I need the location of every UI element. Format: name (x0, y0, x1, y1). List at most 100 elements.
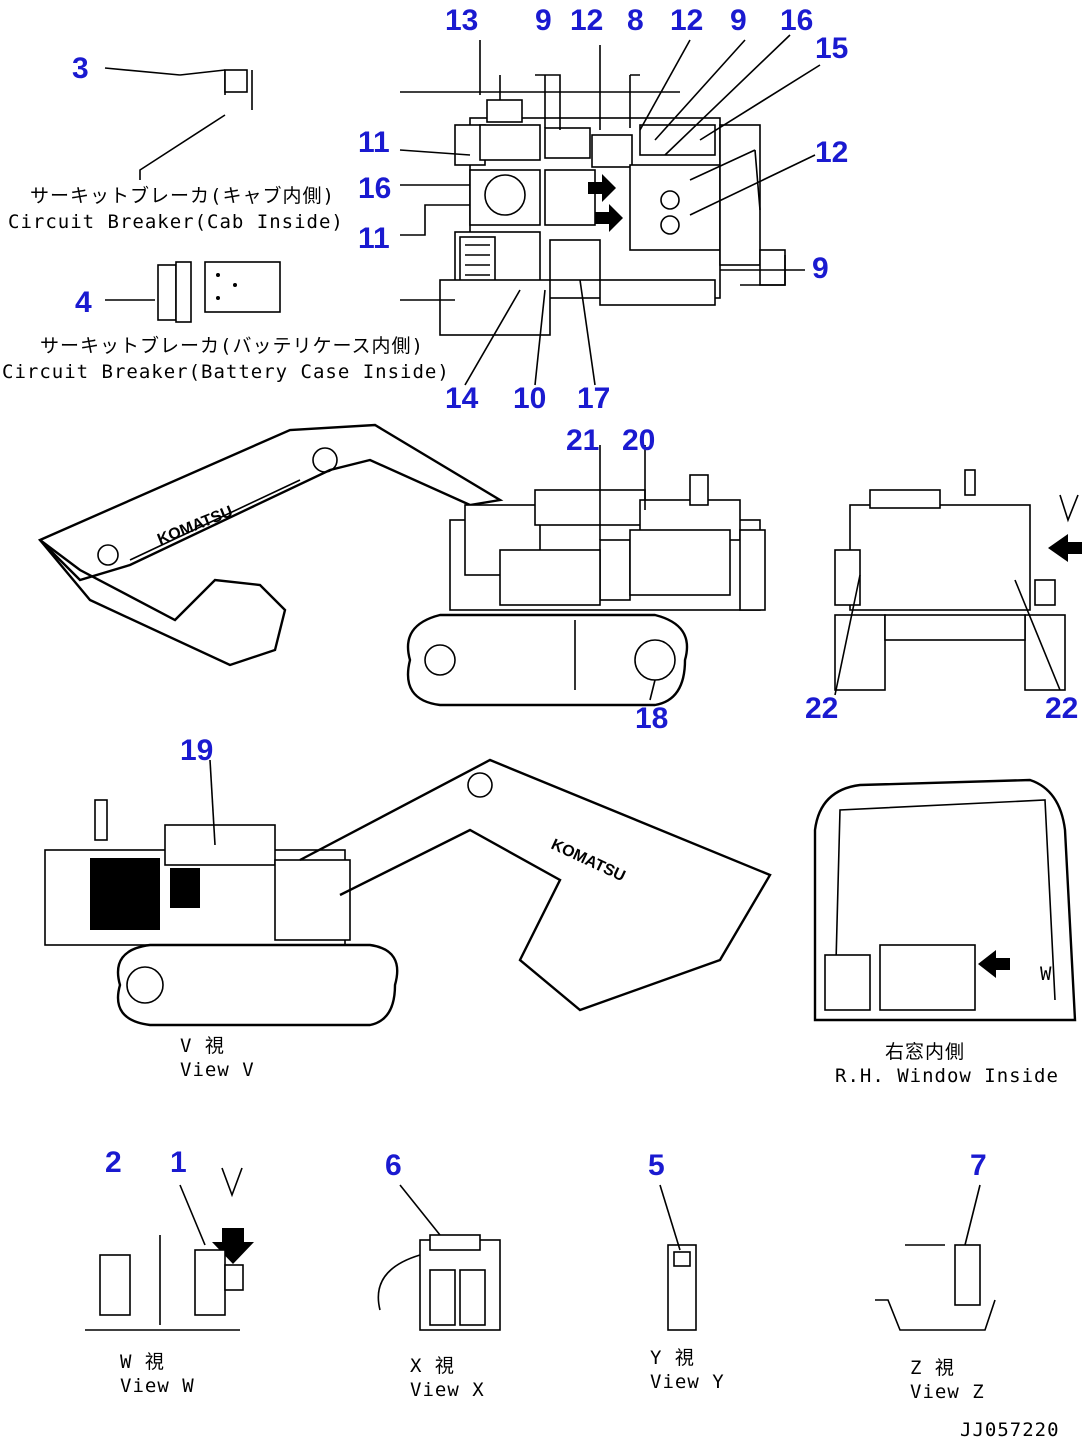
leader-11a (399, 149, 471, 156)
view-x (377, 1184, 501, 1331)
callout-9: 9 (730, 4, 747, 37)
top-part-circle-2 (660, 215, 680, 235)
left-hood (164, 824, 276, 866)
leader-14 (464, 289, 521, 386)
rear-track-left (834, 614, 886, 691)
callout-10: 10 (513, 382, 546, 415)
top-cab (719, 124, 761, 266)
view-w-letter: W (1040, 963, 1052, 985)
view-w-caption-en: View W (120, 1375, 195, 1397)
leader-17 (579, 279, 596, 386)
top-fan (484, 174, 526, 216)
left-grill (170, 868, 200, 908)
operator-seat (879, 944, 976, 1011)
leader-1 (179, 1184, 206, 1246)
view-w-caption-jp: W 視 (120, 1351, 165, 1373)
w-part-2 (194, 1249, 226, 1316)
callout-19: 19 (180, 734, 213, 767)
cb-cab-caption-en: Circuit Breaker(Cab Inside) (8, 211, 344, 233)
leader-3 (104, 67, 181, 76)
view-y-caption-en: View Y (650, 1371, 725, 1393)
top-box-3 (591, 134, 633, 168)
cb-cab-inset (104, 67, 253, 180)
leader-9c (720, 255, 805, 286)
leader-12b (639, 39, 691, 131)
cb-battery-caption-en: Circuit Breaker(Battery Case Inside) (2, 361, 450, 383)
arrow-w-icon (978, 950, 1010, 978)
view-z-caption-en: View Z (910, 1381, 985, 1403)
w-part-1 (99, 1254, 131, 1316)
top-muffler (486, 99, 523, 123)
y-mark (221, 1167, 243, 1198)
callout-numbers: 13 9 12 8 12 9 16 15 3 11 12 16 11 9 4 1… (72, 4, 1078, 1182)
callout-22: 22 (1045, 692, 1078, 725)
left-stack (94, 799, 108, 841)
arm-bucket (39, 539, 287, 667)
leader-16a (664, 34, 791, 156)
cab-frame (813, 778, 1077, 1022)
callout-12: 12 (570, 4, 603, 37)
top-part-circle-1 (660, 190, 680, 210)
top-fan-housing (469, 169, 541, 226)
top-box-4 (639, 124, 716, 156)
arrow-x-icon (588, 174, 616, 202)
callout-9: 9 (535, 4, 552, 37)
breaker-cab (224, 69, 248, 93)
callout-13: 13 (445, 4, 478, 37)
left-cab (274, 859, 351, 941)
side-panel (499, 549, 601, 606)
view-x-caption-jp: X 視 (410, 1355, 455, 1377)
rh-window-inside (813, 778, 1077, 1022)
top-step (759, 249, 786, 286)
callout-15: 15 (815, 32, 848, 65)
callout-3: 3 (72, 52, 89, 85)
leader-22b (1014, 579, 1061, 691)
door-2 (629, 529, 731, 596)
top-walkway (599, 279, 716, 306)
callout-12: 12 (670, 4, 703, 37)
w-label (224, 1264, 244, 1291)
top-tank (549, 239, 601, 281)
leader-18 (649, 679, 656, 701)
callout-16: 16 (780, 4, 813, 37)
z-frame (875, 1299, 996, 1331)
view-y-caption-jp: Y 視 (650, 1347, 695, 1369)
view-x-caption-en: View X (410, 1379, 485, 1401)
boom-line (129, 479, 301, 561)
top-leaders (399, 34, 821, 386)
callout-21: 21 (566, 424, 599, 457)
leader-12c (689, 154, 816, 216)
captions: サーキットブレーカ(キャブ内側) Circuit Breaker(Cab Ins… (2, 184, 1059, 1441)
leader-10 (534, 289, 546, 386)
rear-stack (964, 469, 976, 496)
boom (37, 423, 504, 582)
view-w (85, 1167, 254, 1331)
leader-5 (659, 1184, 681, 1251)
cb-cab-caption-jp: サーキットブレーカ(キャブ内側) (30, 184, 335, 207)
rear-body (849, 504, 1031, 611)
callout-12: 12 (815, 136, 848, 169)
callout-2: 2 (105, 1146, 122, 1179)
top-box-2 (544, 127, 591, 159)
callout-8: 8 (627, 4, 644, 37)
leader-13 (479, 40, 501, 100)
callout-22: 22 (805, 692, 838, 725)
leader-9a (535, 74, 561, 130)
callout-20: 20 (622, 424, 655, 457)
top-box-1 (479, 124, 541, 161)
callout-14: 14 (445, 382, 479, 415)
arrow-v-icon (1048, 534, 1082, 562)
x-label (429, 1234, 481, 1251)
dot (216, 296, 220, 300)
left-boom-pin (467, 772, 493, 798)
hood (534, 489, 646, 526)
dot (216, 273, 220, 277)
left-track (116, 943, 399, 1027)
leader-9b (654, 39, 746, 141)
arrow-y-icon (212, 1228, 254, 1264)
callout-1: 1 (170, 1146, 187, 1179)
cab-console (824, 954, 871, 1011)
top-center-box (544, 169, 596, 226)
arm-pin (97, 544, 119, 566)
cw-side (739, 529, 766, 611)
